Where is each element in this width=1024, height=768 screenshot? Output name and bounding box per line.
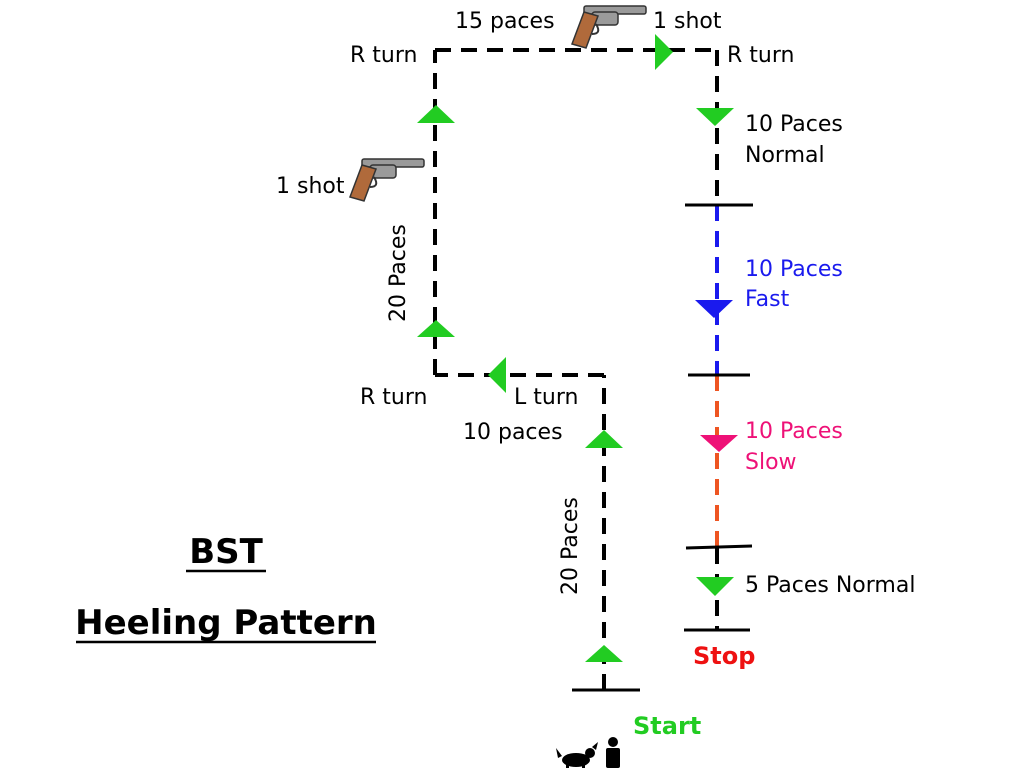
- label-r-turn-bottom: R turn: [360, 385, 427, 410]
- arrow-right-top: [655, 34, 673, 70]
- revolver-icon: [349, 158, 425, 202]
- title-line1: BST: [189, 532, 263, 572]
- label-15-paces: 15 paces: [455, 9, 555, 34]
- label-stop: Stop: [693, 642, 755, 670]
- label-l-turn: L turn: [514, 385, 578, 410]
- arrow-down-fast: [695, 300, 733, 318]
- label-r-turn-top-left: R turn: [350, 43, 417, 68]
- label-fast-10-line1: 10 Paces: [745, 257, 843, 282]
- handler-icon: [606, 737, 620, 768]
- direction-arrows: [417, 34, 734, 662]
- arrow-down-slow: [700, 435, 738, 452]
- label-slow-10-line1: 10 Paces: [745, 419, 843, 444]
- label-20-paces-left: 20 Paces: [386, 224, 411, 322]
- label-normal-10-line1: 10 Paces: [745, 112, 843, 137]
- arrow-up-start-lower: [585, 645, 623, 662]
- label-shot-top: 1 shot: [653, 9, 722, 34]
- label-slow-10-line2: Slow: [745, 450, 797, 475]
- arrow-up-left-lower: [417, 320, 455, 337]
- revolver-icon: [571, 5, 647, 49]
- label-start: Start: [633, 712, 701, 740]
- title-line2: Heeling Pattern: [75, 603, 377, 643]
- separator-slow-normal: [685, 544, 753, 550]
- arrow-left-bottom: [488, 357, 506, 393]
- label-10-paces: 10 paces: [463, 420, 563, 445]
- pace-separators: [572, 203, 753, 692]
- label-20-paces-start: 20 Paces: [558, 497, 583, 595]
- label-shot-left: 1 shot: [276, 174, 345, 199]
- label-normal-10-line2: Normal: [745, 143, 825, 168]
- label-fast-10-line2: Fast: [745, 287, 790, 312]
- arrow-up-start-upper: [585, 430, 623, 448]
- dog-icon: [556, 742, 598, 768]
- arrow-down-normal-5: [696, 577, 734, 596]
- arrow-up-left-upper: [417, 105, 455, 123]
- label-r-turn-top-right: R turn: [727, 43, 794, 68]
- arrow-down-normal: [696, 108, 734, 126]
- label-normal-5: 5 Paces Normal: [745, 573, 915, 598]
